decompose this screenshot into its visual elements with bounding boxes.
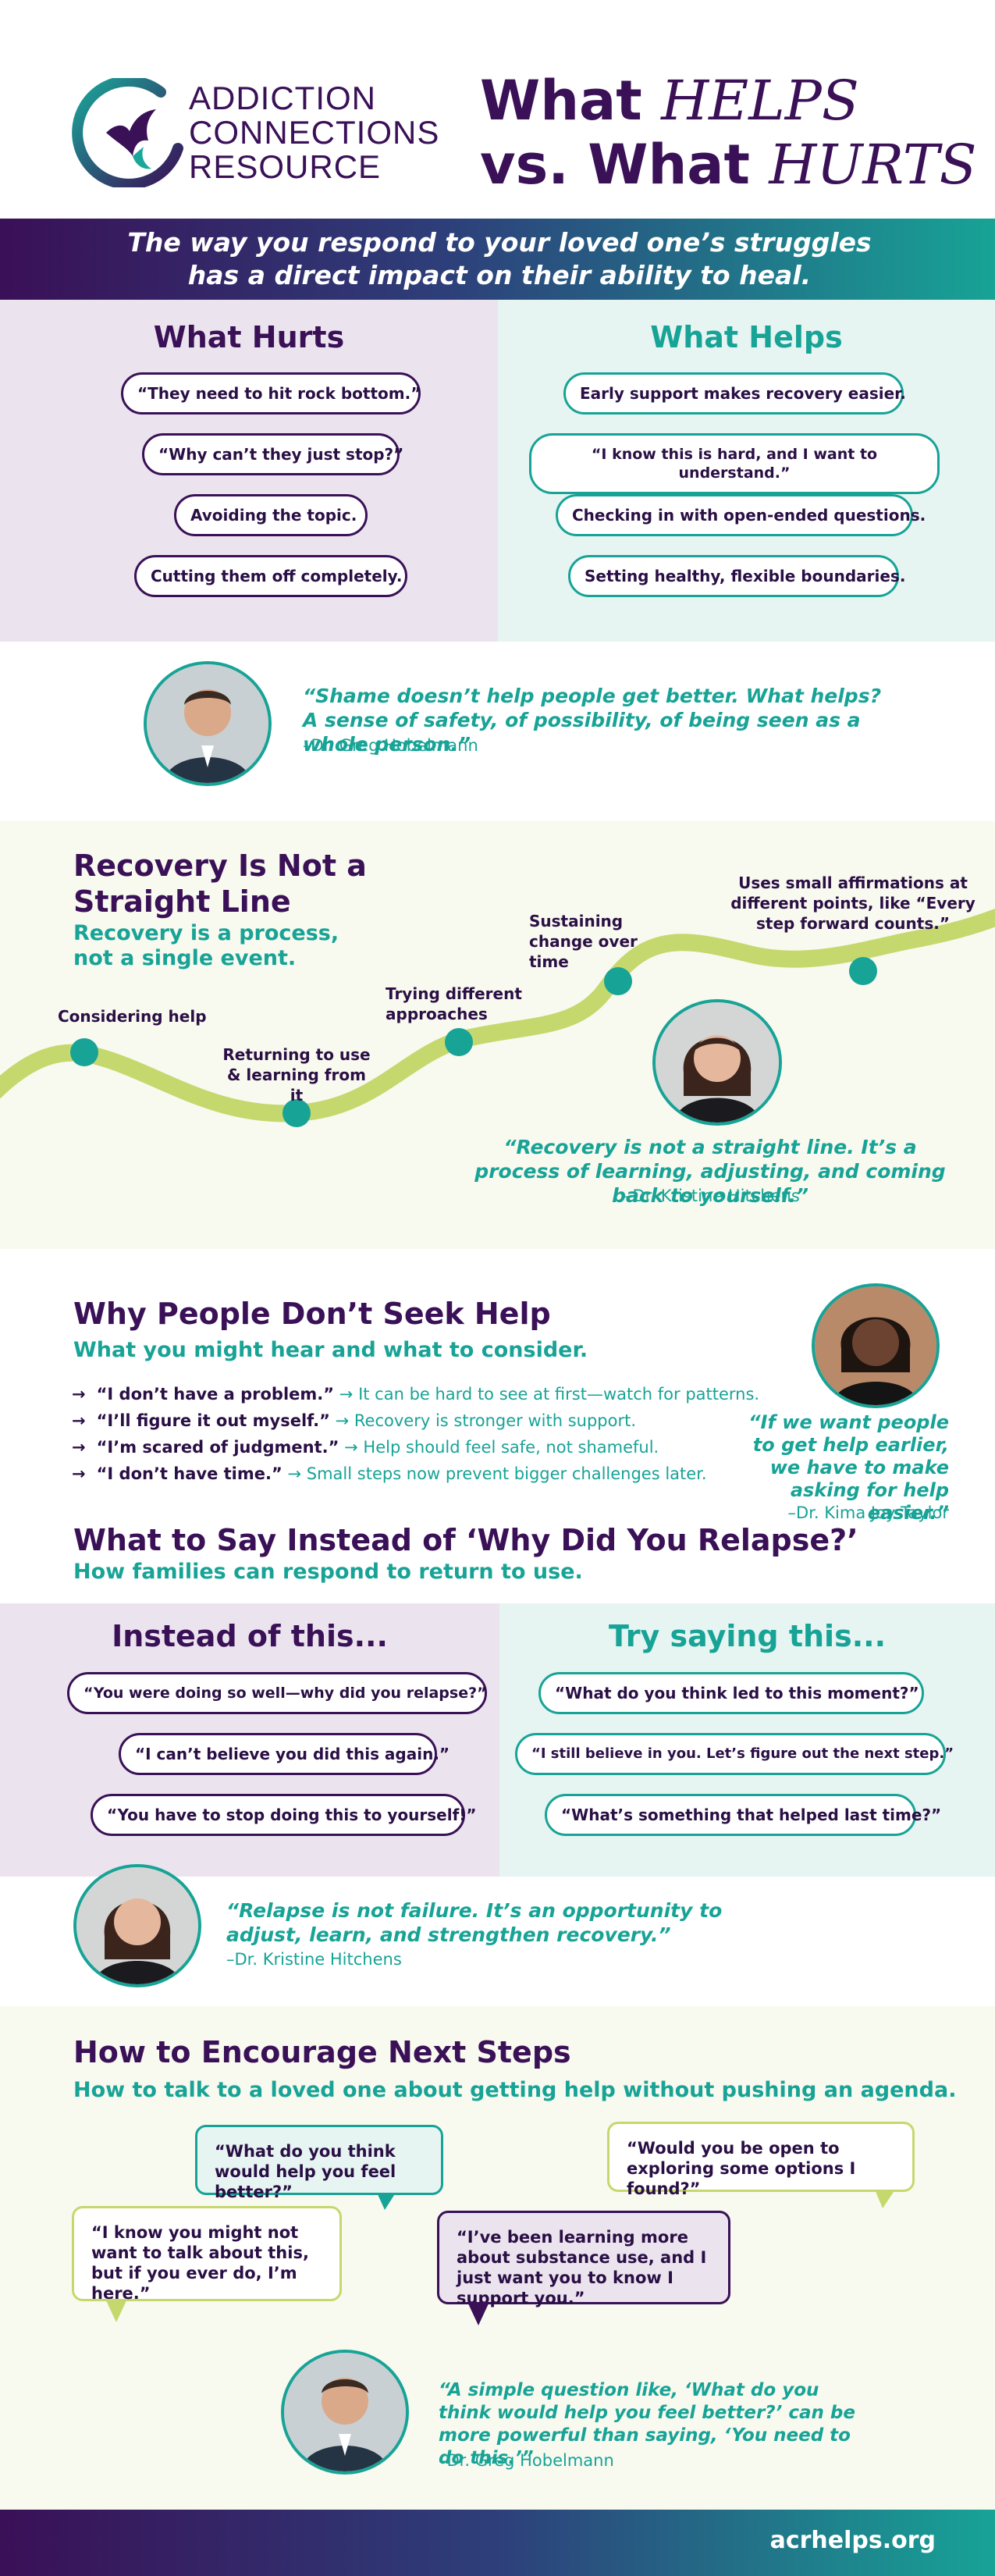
hurts-title: What Hurts bbox=[153, 320, 345, 354]
footer-url[interactable]: acrhelps.org bbox=[769, 2527, 936, 2554]
hurts-emphasis: HURTS bbox=[769, 133, 977, 197]
brand-line-3: RESOURCE bbox=[189, 148, 382, 185]
stage-label: Sustaining change over time bbox=[529, 912, 638, 971]
helps-item: “I know this is hard, and I want to unde… bbox=[529, 433, 940, 494]
stage-label: Returning to use & learning from it bbox=[222, 1045, 371, 1105]
recovery-path bbox=[0, 909, 995, 1127]
hurts-item: “Why can’t they just stop?” bbox=[142, 433, 403, 475]
person-icon bbox=[284, 2353, 406, 2471]
instead-item: “You were doing so well—why did you rela… bbox=[67, 1672, 487, 1714]
brand-name: ADDICTION CONNECTIONS RESOURCE bbox=[189, 81, 439, 184]
helps-item: Checking in with open-ended questions. bbox=[556, 494, 926, 536]
page-title: What HELPS vs. What HURTS bbox=[480, 69, 977, 197]
speech-bubble: “Would you be open to exploring some opt… bbox=[607, 2122, 915, 2208]
quote-seek: “If we want people to get help earlier, … bbox=[748, 1411, 949, 1524]
stage-marker bbox=[283, 1099, 311, 1127]
helps-item: Setting healthy, flexible boundaries. bbox=[568, 555, 905, 597]
stage-label: Trying different approaches bbox=[386, 984, 522, 1023]
brand-line-1: ADDICTION bbox=[189, 80, 376, 116]
stage-marker bbox=[849, 957, 877, 985]
relapse-subtitle: How families can respond to return to us… bbox=[73, 1560, 583, 1584]
avatar-greg-hobelmann-2 bbox=[281, 2350, 409, 2475]
arrow-right-icon: → bbox=[72, 1464, 86, 1483]
encourage-subtitle: How to talk to a loved one about getting… bbox=[73, 2078, 957, 2102]
helps-title: What Helps bbox=[650, 320, 843, 354]
try-item: “What’s something that helped last time?… bbox=[545, 1794, 941, 1836]
speech-bubble: “I know you might not want to talk about… bbox=[72, 2206, 342, 2322]
phoenix-icon bbox=[72, 78, 183, 187]
stage-label: Uses small affirmations at different poi… bbox=[730, 873, 975, 933]
avatar-kristine-hitchens bbox=[652, 999, 782, 1126]
stage-marker bbox=[70, 1038, 98, 1066]
hurts-item: Avoiding the topic. bbox=[174, 494, 368, 536]
stage-label: Considering help bbox=[58, 1007, 207, 1026]
encourage-title: How to Encourage Next Steps bbox=[73, 2035, 571, 2069]
quote-shame-attribution: –Dr. Greg Hobelmann bbox=[303, 736, 478, 755]
arrow-right-icon: → bbox=[72, 1438, 86, 1457]
seek-row: →“I don’t have time.” → Small steps now … bbox=[72, 1464, 707, 1483]
recovery-section: Recovery Is Not a Straight Line Recovery… bbox=[0, 821, 995, 1249]
relapse-title: What to Say Instead of ‘Why Did You Rela… bbox=[73, 1523, 858, 1557]
encourage-section: How to Encourage Next Steps How to talk … bbox=[0, 2006, 995, 2510]
try-item: “What do you think led to this moment?” bbox=[538, 1672, 924, 1714]
person-icon bbox=[656, 1002, 779, 1123]
quote-shame: “Shame doesn’t help people get better. W… bbox=[303, 685, 882, 756]
quote-encourage: “A simple question like, ‘What do you th… bbox=[439, 2380, 855, 2468]
intro-banner-text: The way you respond to your loved one’s … bbox=[127, 227, 872, 290]
person-icon bbox=[76, 1867, 198, 1984]
avatar-kima-joy-taylor bbox=[812, 1283, 940, 1408]
page-title-line-1: What HELPS bbox=[480, 69, 859, 133]
helps-emphasis: HELPS bbox=[661, 69, 859, 133]
seek-row: →“I’m scared of judgment.” → Help should… bbox=[72, 1438, 659, 1457]
page-title-line-2: vs. What HURTS bbox=[480, 133, 977, 197]
stage-marker bbox=[445, 1028, 473, 1056]
hurts-item: Cutting them off completely. bbox=[134, 555, 407, 597]
try-item: “I still believe in you. Let’s figure ou… bbox=[515, 1733, 954, 1775]
person-icon bbox=[815, 1286, 936, 1405]
instead-item: “I can’t believe you did this again.” bbox=[119, 1733, 450, 1775]
try-title: Try saying this... bbox=[608, 1619, 887, 1653]
avatar-greg-hobelmann bbox=[144, 661, 272, 786]
seek-subtitle: What you might hear and what to consider… bbox=[73, 1338, 588, 1362]
quote-recovery-attribution: –Dr. Kristine Hitchens bbox=[624, 1187, 800, 1205]
instead-title: Instead of this... bbox=[112, 1619, 388, 1653]
quote-seek-attribution: –Dr. Kima Joy Taylor bbox=[787, 1503, 949, 1522]
helps-item: Early support makes recovery easier. bbox=[563, 372, 906, 415]
avatar-kristine-hitchens-2 bbox=[73, 1864, 201, 1987]
quote-encourage-attribution: –Dr. Greg Hobelmann bbox=[439, 2451, 614, 2470]
quote-relapse: “Relapse is not failure. It’s an opportu… bbox=[226, 1899, 723, 1946]
hurts-item: “They need to hit rock bottom.” bbox=[121, 372, 421, 415]
speech-bubble: “I’ve been learning more about substance… bbox=[437, 2211, 730, 2325]
recovery-subtitle: Recovery is a process, not a single even… bbox=[73, 921, 339, 970]
stage-marker bbox=[604, 967, 632, 995]
arrow-right-icon: → bbox=[72, 1385, 86, 1404]
instead-item: “You have to stop doing this to yourself… bbox=[91, 1794, 477, 1836]
recovery-title: Recovery Is Not a Straight Line bbox=[73, 849, 367, 919]
brand-line-2: CONNECTIONS bbox=[189, 114, 440, 151]
seek-row: →“I’ll figure it out myself.” → Recovery… bbox=[72, 1411, 636, 1430]
seek-title: Why People Don’t Seek Help bbox=[73, 1297, 551, 1331]
seek-row: →“I don’t have a problem.” → It can be h… bbox=[72, 1385, 760, 1404]
speech-bubble: “What do you think would help you feel b… bbox=[195, 2125, 443, 2210]
header: ADDICTION CONNECTIONS RESOURCE What HELP… bbox=[0, 0, 995, 219]
intro-banner: The way you respond to your loved one’s … bbox=[0, 219, 995, 300]
footer-bar: acrhelps.org bbox=[0, 2510, 995, 2576]
quote-relapse-attribution: –Dr. Kristine Hitchens bbox=[226, 1950, 402, 1969]
person-icon bbox=[147, 664, 268, 783]
arrow-right-icon: → bbox=[72, 1411, 86, 1430]
quote-recovery: “Recovery is not a straight line. It’s a… bbox=[474, 1136, 946, 1207]
